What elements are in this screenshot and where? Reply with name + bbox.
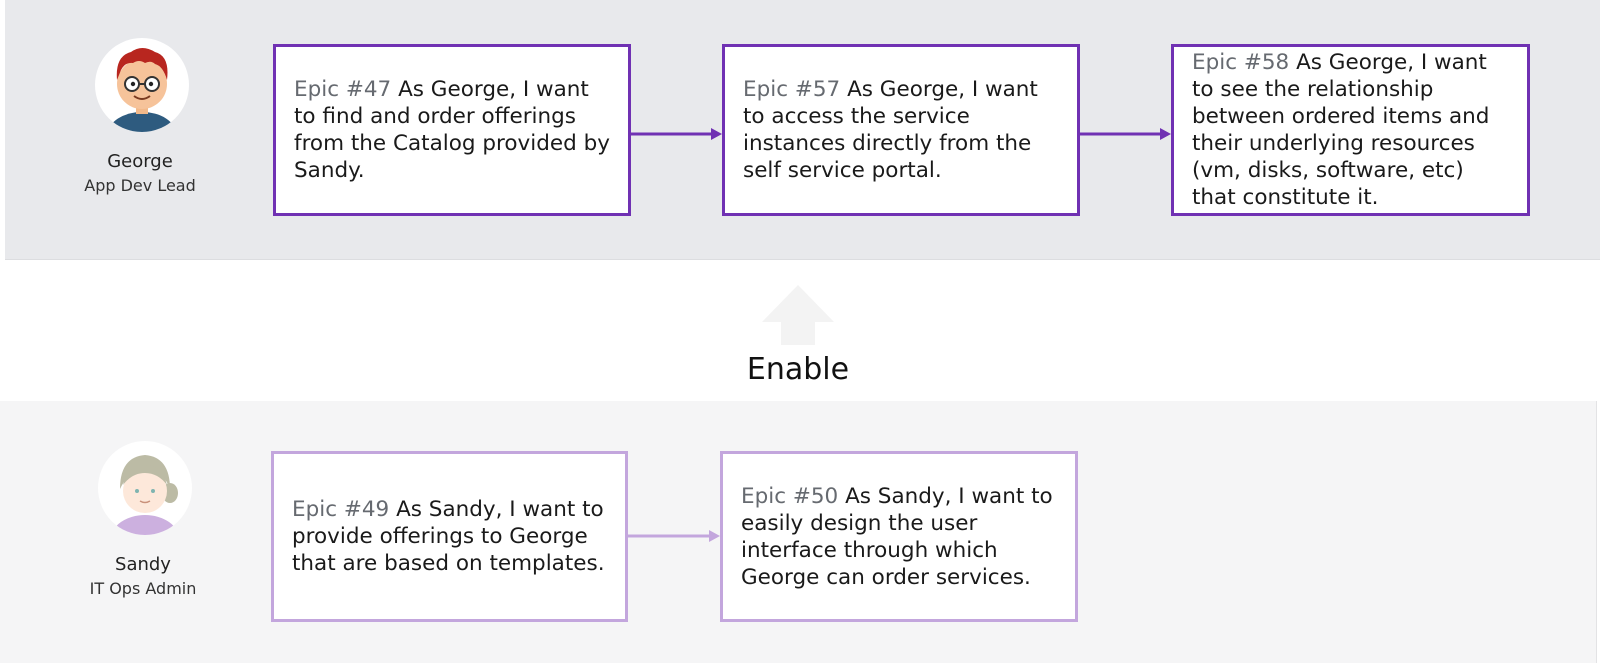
epic-text: As Sandy, I want to easily design the us… bbox=[741, 483, 1053, 590]
sandy-name: Sandy bbox=[115, 554, 171, 575]
epic-card-50: Epic #50 As Sandy, I want to easily desi… bbox=[720, 451, 1078, 622]
epic-id: Epic #58 bbox=[1192, 50, 1290, 75]
epic-text: As George, I want to find and order offe… bbox=[294, 77, 610, 183]
epic-card-58: Epic #58 As George, I want to see the re… bbox=[1171, 44, 1530, 216]
enable-up-arrow-icon bbox=[762, 285, 834, 345]
arrow-57-to-58 bbox=[1080, 128, 1171, 140]
arrow-49-to-50 bbox=[628, 530, 720, 542]
epic-id: Epic #50 bbox=[741, 483, 839, 509]
epic-card-47: Epic #47 As George, I want to find and o… bbox=[273, 44, 631, 216]
epic-id: Epic #49 bbox=[292, 497, 390, 522]
epic-text: As Sandy, I want to provide offerings to… bbox=[292, 497, 605, 576]
george-avatar-icon bbox=[95, 38, 189, 132]
epic-text: As George, I want to access the service … bbox=[743, 77, 1038, 183]
epic-card-57: Epic #57 As George, I want to access the… bbox=[722, 44, 1080, 216]
epic-id: Epic #47 bbox=[294, 77, 392, 102]
epic-id: Epic #57 bbox=[743, 77, 841, 102]
george-name: George bbox=[107, 151, 173, 172]
enable-label: Enable bbox=[746, 352, 850, 387]
sandy-avatar-icon bbox=[98, 441, 192, 535]
arrow-47-to-57 bbox=[631, 128, 722, 140]
epic-text: As George, I want to see the relationshi… bbox=[1192, 50, 1490, 210]
epic-card-49: Epic #49 As Sandy, I want to provide off… bbox=[271, 451, 628, 622]
sandy-role: IT Ops Admin bbox=[89, 579, 197, 598]
george-role: App Dev Lead bbox=[84, 176, 196, 195]
